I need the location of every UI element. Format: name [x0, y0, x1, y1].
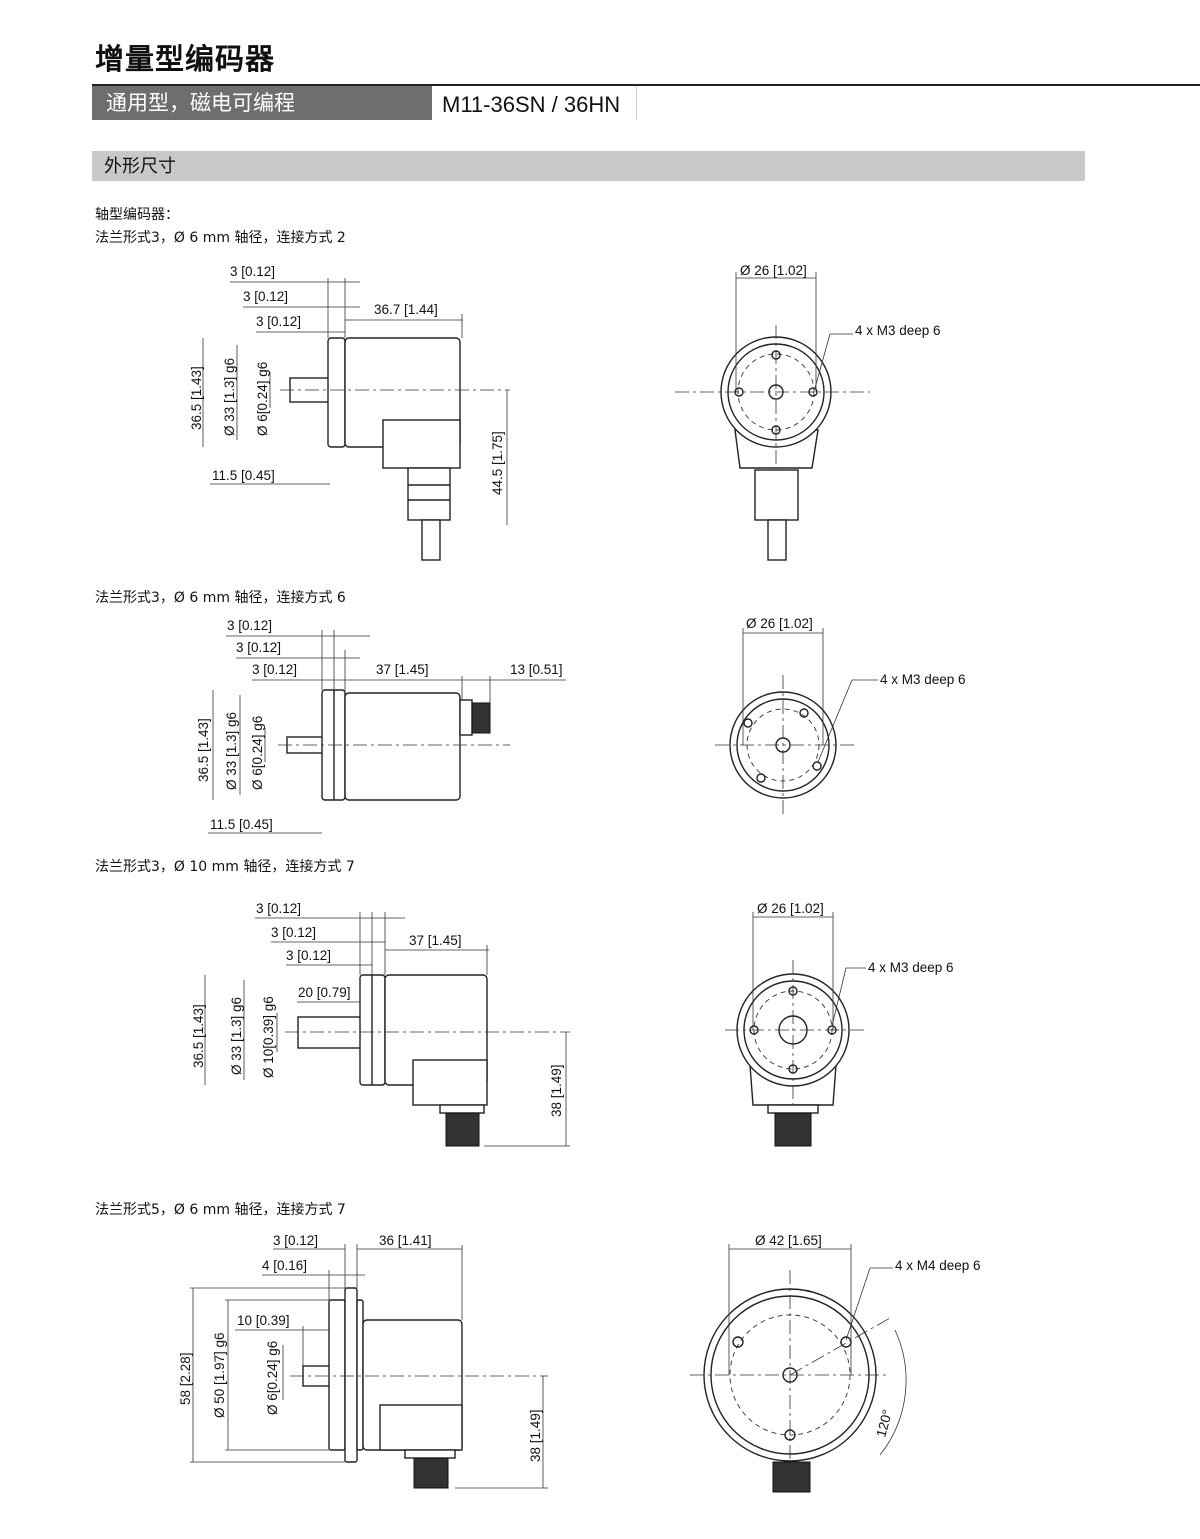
dim-label: 36.7 [1.44] [374, 302, 438, 317]
dim-label: 4 [0.16] [262, 1258, 307, 1273]
dim-label: 3 [0.12] [273, 1233, 318, 1248]
side-view-3: 3 [0.12] 3 [0.12] 37 [1.45] 3 [0.12] 20 … [191, 901, 570, 1147]
dim-label: 37 [1.45] [409, 933, 462, 948]
dim-label: 3 [0.12] [236, 640, 281, 655]
dim-label: 13 [0.51] [510, 662, 563, 677]
dim-label: 3 [0.12] [243, 289, 288, 304]
dim-label: 58 [2.28] [178, 1352, 193, 1405]
dim-label: Ø 6[0.24] g6 [265, 1341, 280, 1415]
side-view-1: 3 [0.12] 3 [0.12] 36.7 [1.44] 3 [0.12] 3… [189, 264, 510, 561]
front-view-1: Ø 26 [1.02] 4 x M3 deep 6 [675, 263, 941, 561]
dim-label: Ø 50 [1.97] g6 [212, 1332, 227, 1418]
dim-label: Ø 33 [1.3] g6 [229, 997, 244, 1075]
dim-label: Ø 6[0.24] g6 [255, 362, 270, 436]
dim-label: Ø 6[0.24] g6 [250, 716, 265, 790]
front-view-3: Ø 26 [1.02] 4 x M3 deep 6 [725, 901, 954, 1147]
dim-label: 3 [0.12] [271, 925, 316, 940]
dim-label: 3 [0.12] [230, 264, 275, 279]
drawing-caption-3: 法兰形式3，Ø 10 mm 轴径，连接方式 7 [95, 859, 355, 875]
dim-label: 3 [0.12] [252, 662, 297, 677]
drawing-caption-4: 法兰形式5，Ø 6 mm 轴径，连接方式 7 [95, 1202, 346, 1218]
dim-label: 44.5 [1.75] [490, 431, 505, 495]
dim-label: Ø 26 [1.02] [757, 901, 824, 916]
front-view-4: Ø 42 [1.65] 4 x M4 deep 6 120° [690, 1233, 981, 1493]
dim-label: 3 [0.12] [256, 901, 301, 916]
dim-label: Ø 42 [1.65] [755, 1233, 822, 1248]
dim-label: 37 [1.45] [376, 662, 429, 677]
dim-label: Ø 26 [1.02] [740, 263, 807, 278]
header-rule [92, 84, 1200, 86]
dim-label: 10 [0.39] [237, 1313, 290, 1328]
dim-label: Ø 26 [1.02] [746, 616, 813, 631]
dim-label: 36.5 [1.43] [189, 366, 204, 430]
dim-label: 11.5 [0.45] [210, 817, 273, 832]
dim-label: 3 [0.12] [227, 618, 272, 633]
dim-label: Ø 33 [1.3] g6 [224, 712, 239, 790]
model-number: M11-36SN / 36HN [432, 86, 637, 120]
intro-label: 轴型编码器： [95, 207, 179, 223]
side-view-4: 3 [0.12] 36 [1.41] 4 [0.16] 10 [0.39] 58… [178, 1233, 548, 1489]
angle-label: 120° [873, 1408, 895, 1439]
side-view-2: 3 [0.12] 3 [0.12] 3 [0.12] 37 [1.45] 13 … [196, 618, 566, 834]
section-heading: 外形尺寸 [92, 151, 1085, 181]
dim-label: 36.5 [1.43] [191, 1004, 206, 1068]
hole-label: 4 x M3 deep 6 [868, 960, 954, 975]
dim-label: 20 [0.79] [298, 985, 351, 1000]
drawing-caption-2: 法兰形式3，Ø 6 mm 轴径，连接方式 6 [95, 590, 346, 606]
dim-label: 38 [1.49] [528, 1409, 543, 1462]
page-title: 增量型编码器 [95, 42, 276, 76]
hole-label: 4 x M3 deep 6 [880, 672, 966, 687]
dim-label: Ø 33 [1.3] g6 [222, 358, 237, 436]
product-category: 通用型，磁电可编程 [92, 86, 432, 120]
dim-label: 3 [0.12] [286, 948, 331, 963]
dim-label: 11.5 [0.45] [212, 468, 275, 483]
front-view-2: Ø 26 [1.02] 4 x M3 deep 6 [715, 616, 966, 815]
dim-label: 36 [1.41] [379, 1233, 432, 1248]
dim-label: 38 [1.49] [549, 1064, 564, 1117]
hole-label: 4 x M3 deep 6 [855, 323, 941, 338]
drawing-caption-1: 法兰形式3，Ø 6 mm 轴径，连接方式 2 [95, 230, 346, 246]
dim-label: 36.5 [1.43] [196, 718, 211, 782]
dim-label: 3 [0.12] [256, 314, 301, 329]
hole-label: 4 x M4 deep 6 [895, 1258, 981, 1273]
dim-label: Ø 10[0.39] g6 [261, 996, 276, 1078]
